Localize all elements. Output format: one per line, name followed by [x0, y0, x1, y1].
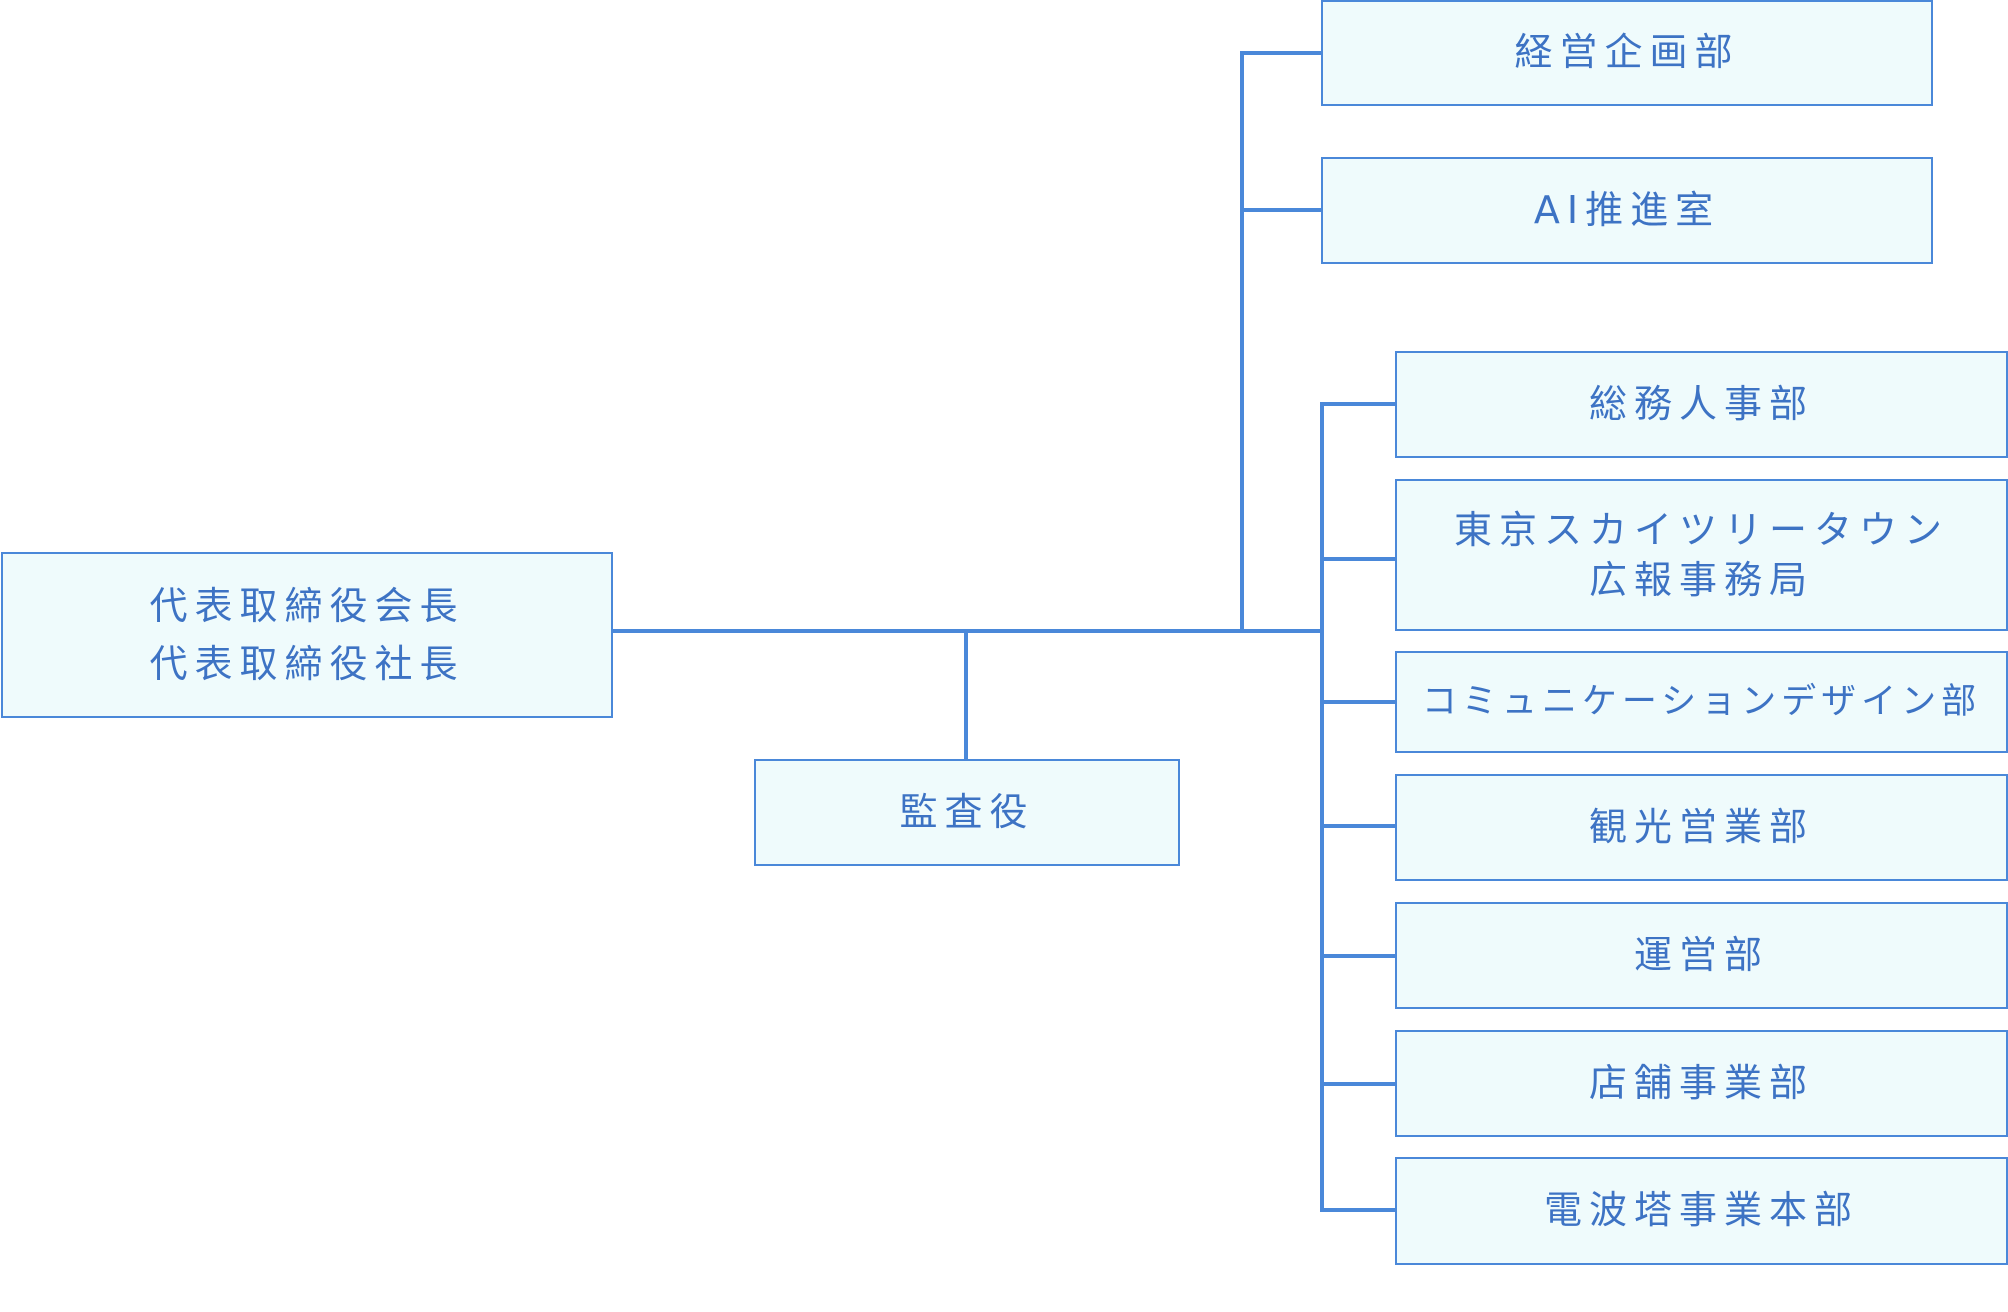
auditor-label: 監査役: [899, 789, 1035, 834]
connector-staff-branch-1: [1240, 51, 1322, 55]
staff-box-corporate-planning: 経営企画部: [1321, 0, 1933, 106]
department-box-pr-office: 東京スカイツリータウン 広報事務局: [1395, 479, 2008, 631]
top-executive-line-1: 代表取締役会長: [149, 584, 465, 628]
department-label: コミュニケーションデザイン部: [1421, 682, 1982, 722]
department-label: 総務人事部: [1588, 381, 1814, 426]
connector-dept-branch-3: [1320, 700, 1396, 704]
department-box-broadcast-tower: 電波塔事業本部: [1395, 1157, 2008, 1265]
auditor-box: 監査役: [754, 759, 1180, 866]
top-executive-line-2: 代表取締役社長: [149, 642, 465, 686]
connector-dept-branch-6: [1320, 1082, 1396, 1086]
top-executive-box: 代表取締役会長 代表取締役社長: [1, 552, 613, 718]
connector-auditor-vertical: [964, 631, 968, 761]
staff-label: AI推進室: [1533, 187, 1721, 232]
connector-dept-branch-5: [1320, 954, 1396, 958]
department-box-retail: 店舗事業部: [1395, 1030, 2008, 1137]
connector-dept-branch-2: [1320, 557, 1396, 561]
connector-dept-branch-4: [1320, 824, 1396, 828]
department-label-line-2: 広報事務局: [1588, 558, 1814, 602]
department-label: 運営部: [1633, 932, 1769, 977]
connector-departments-vertical: [1320, 402, 1324, 1212]
department-box-operations: 運営部: [1395, 902, 2008, 1009]
department-box-tourism-sales: 観光営業部: [1395, 774, 2008, 881]
department-label-line-1: 東京スカイツリータウン: [1453, 508, 1949, 552]
department-box-communication-design: コミュニケーションデザイン部: [1395, 651, 2008, 753]
staff-label: 経営企画部: [1514, 30, 1740, 75]
staff-box-ai-promotion: AI推進室: [1321, 157, 1933, 264]
department-label: 店舗事業部: [1588, 1060, 1814, 1105]
department-box-general-affairs: 総務人事部: [1395, 351, 2008, 458]
department-label: 観光営業部: [1588, 804, 1814, 849]
connector-staff-branch-2: [1240, 208, 1322, 212]
department-label: 電波塔事業本部: [1543, 1188, 1859, 1233]
connector-dept-branch-1: [1320, 402, 1396, 406]
connector-staff-vertical: [1240, 51, 1244, 633]
connector-dept-branch-7: [1320, 1208, 1396, 1212]
